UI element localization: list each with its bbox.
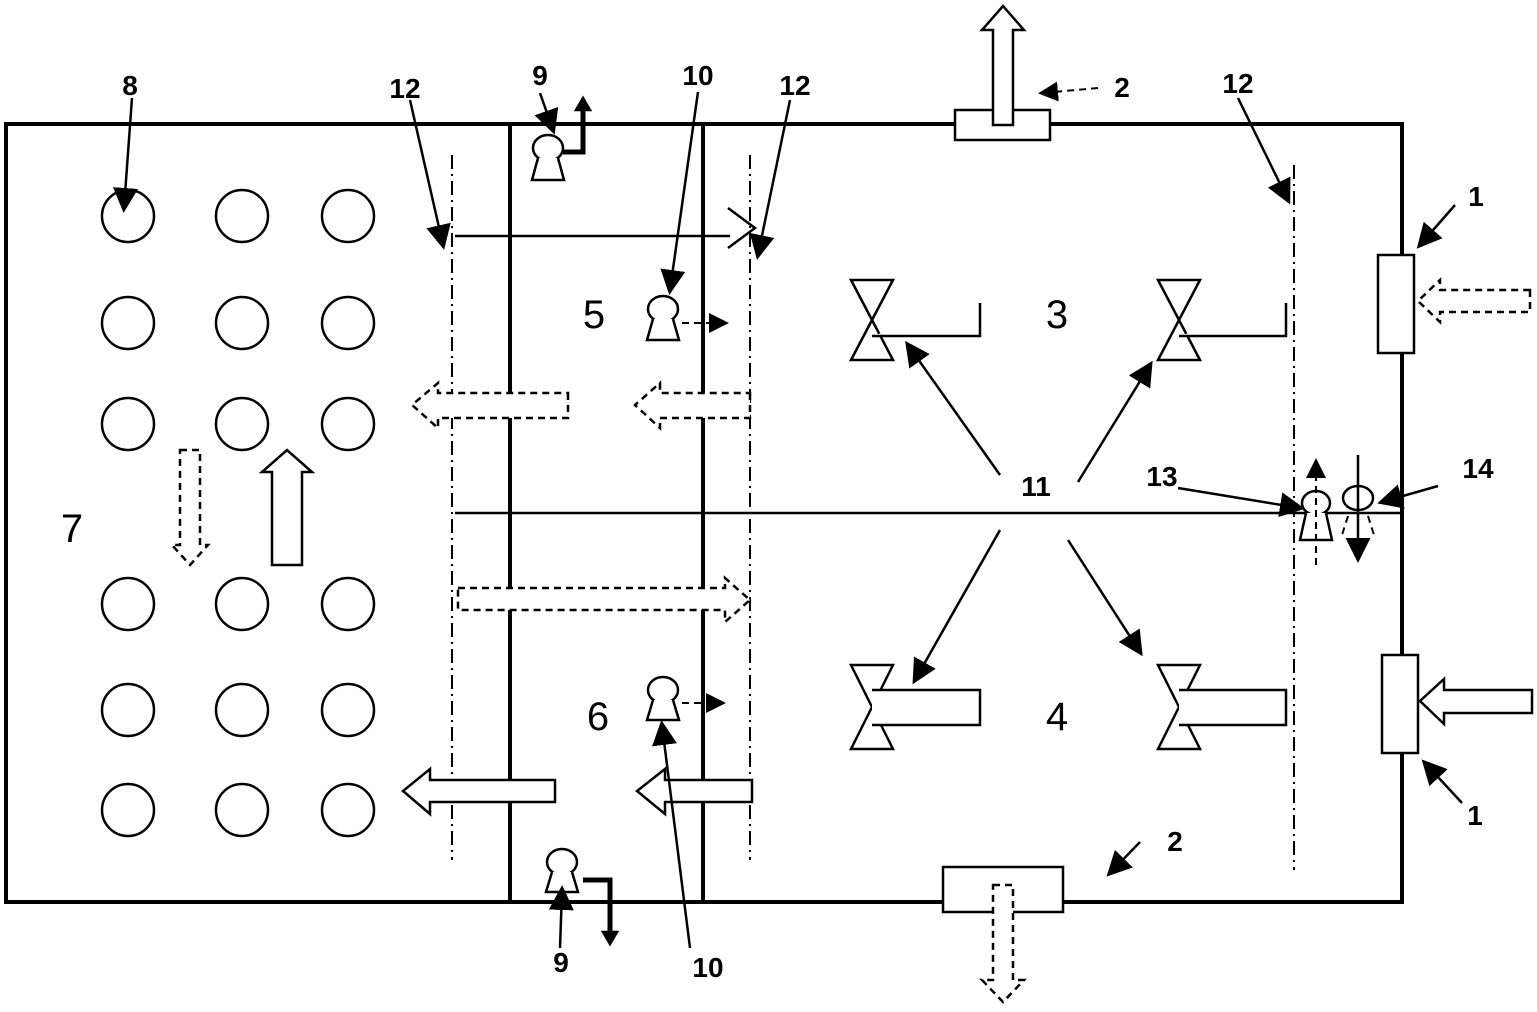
dashed-arrow-right (456, 575, 752, 625)
valve-icon (1155, 278, 1203, 362)
inlet-arrow-solid (1418, 676, 1534, 727)
label-1-top: 1 (1468, 181, 1484, 212)
valves (848, 278, 1288, 751)
inlet-box-bottom (1380, 653, 1420, 755)
label-12-left: 12 (389, 73, 420, 104)
sensor-14 (1341, 455, 1375, 563)
label-13: 13 (1146, 461, 1177, 492)
label-2-bottom: 2 (1167, 826, 1183, 857)
pump-top (530, 95, 593, 182)
inlet-arrow-dashed (1416, 277, 1532, 325)
outlet-arrow-down (979, 883, 1027, 1004)
pump-bottom (544, 847, 620, 947)
label-6: 6 (587, 695, 609, 739)
valve-icon (848, 278, 896, 362)
label-3: 3 (1046, 293, 1068, 337)
label-12-right: 12 (1222, 68, 1253, 99)
valve-leaders (905, 340, 1153, 685)
label-4: 4 (1046, 695, 1068, 739)
label-12-mid: 12 (779, 70, 810, 101)
label-5: 5 (583, 293, 605, 337)
label-9-top: 9 (532, 60, 548, 91)
label-9-bottom: 9 (553, 947, 569, 978)
label-11: 11 (1021, 471, 1051, 502)
solid-arrow-left-1 (401, 766, 557, 817)
dashed-arrow-left-1 (410, 380, 570, 431)
label-10-bottom: 10 (692, 952, 723, 983)
label-10-top: 10 (682, 60, 713, 91)
label-7: 7 (61, 507, 83, 551)
sensor-13 (1298, 458, 1334, 565)
label-8: 8 (122, 70, 138, 101)
outlet-arrow-up (979, 4, 1027, 127)
up-arrow-solid (258, 448, 316, 567)
label-14: 14 (1462, 453, 1494, 484)
label-leaders (112, 81, 1463, 949)
circle-grid (100, 188, 376, 838)
down-arrow-dashed (169, 448, 211, 567)
label-2-top: 2 (1114, 72, 1130, 103)
inlet-box-top (1376, 253, 1416, 355)
solid-arrow-left-2 (635, 766, 754, 817)
sensor-lower (645, 675, 726, 722)
sensor-upper (645, 294, 729, 342)
dashed-arrow-left-2 (633, 380, 752, 431)
label-1-bottom: 1 (1467, 800, 1483, 831)
top-flow-arrow-head (727, 206, 758, 250)
